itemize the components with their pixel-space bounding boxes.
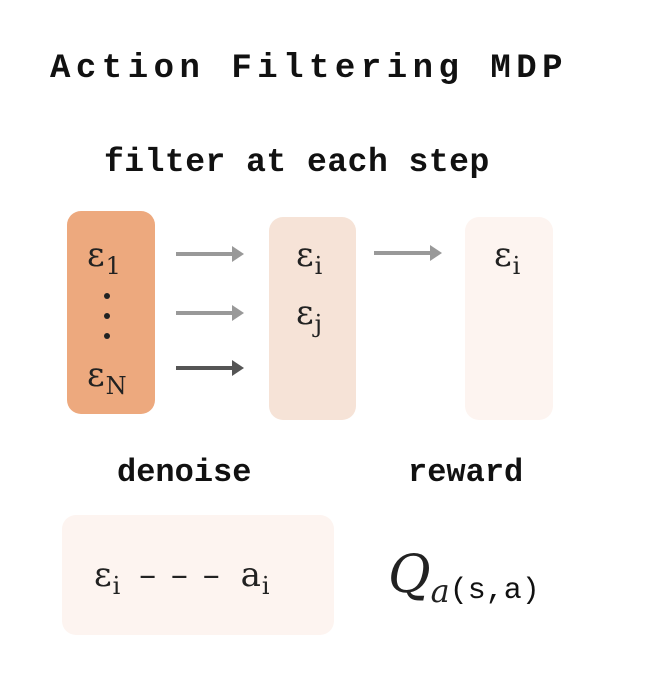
epsilon-1: ε1 <box>87 235 121 278</box>
reward-label: reward <box>408 454 524 491</box>
diagram-title: Action Filtering MDP <box>50 50 569 88</box>
dot <box>104 293 110 299</box>
denoise-box <box>62 515 334 635</box>
candidates-box <box>67 211 155 414</box>
epsilon-symbol: ε <box>87 355 105 395</box>
dashed-link: – – – <box>139 555 222 595</box>
subscript: i <box>112 572 121 600</box>
dot <box>104 333 110 339</box>
epsilon-j: εj <box>296 293 322 336</box>
subscript: i <box>261 572 270 600</box>
epsilon-i-selected: εi <box>494 235 520 278</box>
selected-box <box>465 217 553 420</box>
epsilon-symbol: ε <box>94 555 112 595</box>
q-symbol: Q <box>388 545 431 605</box>
action-symbol: a <box>240 555 261 595</box>
subscript: N <box>105 372 127 400</box>
vertical-ellipsis <box>104 293 112 353</box>
denoise-label: denoise <box>117 454 252 491</box>
subscript: a <box>430 572 450 610</box>
epsilon-symbol: ε <box>494 235 512 275</box>
epsilon-N: εN <box>87 355 127 398</box>
subscript: j <box>314 310 323 338</box>
q-arguments: (s,a) <box>449 574 540 608</box>
subscript: i <box>512 252 521 280</box>
diagram-subtitle: filter at each step <box>104 144 490 181</box>
reward-expression: Qa(s,a) <box>388 545 540 610</box>
epsilon-i: εi <box>296 235 322 278</box>
denoise-expression: εi – – – ai <box>94 555 270 598</box>
epsilon-symbol: ε <box>296 293 314 333</box>
subscript: i <box>314 252 323 280</box>
subscript: 1 <box>105 252 121 280</box>
epsilon-symbol: ε <box>87 235 105 275</box>
filtered-box <box>269 217 356 420</box>
epsilon-symbol: ε <box>296 235 314 275</box>
dot <box>104 313 110 319</box>
